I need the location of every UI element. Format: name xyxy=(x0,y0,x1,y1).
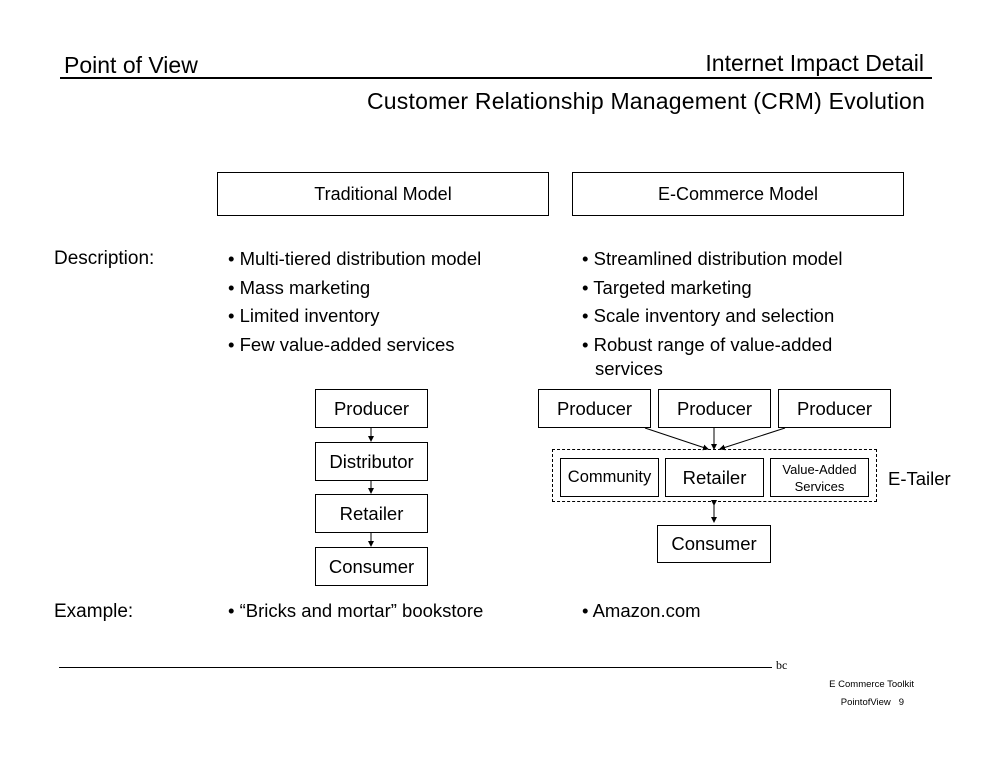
traditional-example: • “Bricks and mortar” bookstore xyxy=(228,600,484,621)
page-subtitle: Customer Relationship Management (CRM) E… xyxy=(367,88,925,114)
ecommerce-consumer-node: Consumer xyxy=(657,525,771,563)
community-node: Community xyxy=(560,458,659,497)
footer-toolkit: E Commerce Toolkit xyxy=(829,679,914,690)
footer-divider xyxy=(59,667,772,668)
ecommerce-producer-node-1: Producer xyxy=(538,389,651,428)
footer-page-number: PointofView 9 xyxy=(840,697,904,708)
header-left-title: Point of View xyxy=(64,52,198,78)
example-label: Example: xyxy=(54,601,134,622)
header-right-title: Internet Impact Detail xyxy=(705,50,924,76)
traditional-consumer-node: Consumer xyxy=(315,547,428,586)
ecommerce-description-list: • Streamlined distribution model • Targe… xyxy=(582,245,885,381)
traditional-producer-node: Producer xyxy=(315,389,428,428)
arrow-producer1-etailer xyxy=(644,427,709,451)
list-item: • Robust range of value-added services xyxy=(582,333,833,379)
list-item: • Targeted marketing xyxy=(582,276,752,298)
header-divider xyxy=(60,77,932,79)
traditional-description-list: • Multi-tiered distribution model • Mass… xyxy=(228,245,481,359)
footer-logo-mark: bc xyxy=(776,658,788,672)
etailer-label: E-Tailer xyxy=(888,468,951,489)
ecommerce-retailer-node: Retailer xyxy=(665,458,764,497)
traditional-model-header: Traditional Model xyxy=(217,172,549,216)
list-item: • Limited inventory xyxy=(228,305,380,327)
ecommerce-producer-node-2: Producer xyxy=(658,389,771,428)
arrow-producer3-etailer xyxy=(719,427,786,451)
description-label: Description: xyxy=(54,248,155,269)
list-item: • Streamlined distribution model xyxy=(582,248,843,269)
ecommerce-example: • Amazon.com xyxy=(582,600,701,621)
list-item: • Scale inventory and selection xyxy=(582,305,835,327)
ecommerce-model-header: E-Commerce Model xyxy=(572,172,904,216)
list-item: • Mass marketing xyxy=(228,276,371,298)
ecommerce-arrows xyxy=(644,427,786,523)
traditional-distributor-node: Distributor xyxy=(315,442,428,481)
list-item: • Multi-tiered distribution model xyxy=(228,248,482,269)
list-item: • Few value-added services xyxy=(228,333,455,355)
value-added-services-node: Value-Added Services xyxy=(770,458,869,497)
ecommerce-producer-node-3: Producer xyxy=(778,389,891,428)
traditional-retailer-node: Retailer xyxy=(315,494,428,533)
